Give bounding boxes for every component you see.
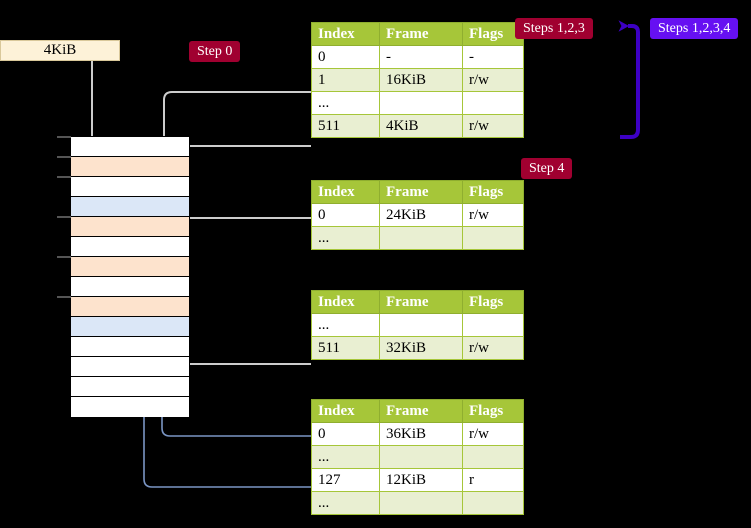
pdpt-table: Index Frame Flags 0 24KiB r/w ...	[311, 180, 524, 250]
cell-index: ...	[311, 313, 380, 337]
memory-row	[71, 377, 189, 397]
table-header-row: Index Frame Flags	[311, 290, 524, 314]
memory-row	[71, 197, 189, 217]
table-row: ...	[311, 226, 524, 250]
cell-index: 0	[311, 422, 380, 446]
cell-flags	[462, 91, 524, 115]
memory-row	[71, 277, 189, 297]
cell-frame	[379, 91, 463, 115]
cell-flags	[462, 445, 524, 469]
cell-flags: r	[462, 468, 524, 492]
cell-frame: 24KiB	[379, 203, 463, 227]
memory-tick	[57, 156, 71, 158]
memory-row	[71, 257, 189, 277]
table-row: ...	[311, 313, 524, 337]
cell-flags	[462, 313, 524, 337]
table-header-row: Index Frame Flags	[311, 180, 524, 204]
memory-tick	[57, 176, 71, 178]
cell-frame	[379, 491, 463, 515]
column-header-index: Index	[311, 399, 380, 423]
wire-steps-bracket	[618, 20, 640, 139]
column-header-frame: Frame	[379, 290, 463, 314]
pt-table: Index Frame Flags 0 36KiB r/w ... 127 12…	[311, 399, 524, 515]
cell-index: 511	[311, 336, 380, 360]
size-box-4kib: 4KiB	[0, 40, 120, 61]
cell-index: ...	[311, 91, 380, 115]
physical-memory-column	[70, 136, 190, 417]
pd-table: Index Frame Flags ... 511 32KiB r/w	[311, 290, 524, 360]
label-step-0: Step 0	[189, 41, 241, 62]
cell-flags: r/w	[462, 336, 524, 360]
memory-row	[71, 397, 189, 417]
memory-row	[71, 157, 189, 177]
table-header-row: Index Frame Flags	[311, 22, 524, 46]
memory-tick	[57, 296, 71, 298]
memory-tick	[57, 256, 71, 258]
table-row: 511 32KiB r/w	[311, 336, 524, 360]
memory-row	[71, 137, 189, 157]
cell-flags: r/w	[462, 114, 524, 138]
table-header-row: Index Frame Flags	[311, 399, 524, 423]
cell-flags: r/w	[462, 68, 524, 92]
cell-index: 1	[311, 68, 380, 92]
cell-frame: 32KiB	[379, 336, 463, 360]
table-row: 0 24KiB r/w	[311, 203, 524, 227]
memory-row	[71, 357, 189, 377]
memory-row	[71, 337, 189, 357]
table-row: 1 16KiB r/w	[311, 68, 524, 92]
table-row: 0 36KiB r/w	[311, 422, 524, 446]
column-header-index: Index	[311, 22, 380, 46]
cell-frame: 4KiB	[379, 114, 463, 138]
memory-tick	[57, 216, 71, 218]
cell-flags: r/w	[462, 203, 524, 227]
column-header-flags: Flags	[462, 180, 524, 204]
cell-flags: -	[462, 45, 524, 69]
memory-row	[71, 237, 189, 257]
cell-frame: 12KiB	[379, 468, 463, 492]
pml4-table: Index Frame Flags 0 - - 1 16KiB r/w ...	[311, 22, 524, 138]
cell-flags: r/w	[462, 422, 524, 446]
label-step-4: Step 4	[521, 158, 573, 179]
label-steps-123: Steps 1,2,3	[515, 18, 593, 39]
cell-index: ...	[311, 491, 380, 515]
column-header-index: Index	[311, 180, 380, 204]
column-header-flags: Flags	[462, 290, 524, 314]
table-row: 0 - -	[311, 45, 524, 69]
cell-frame	[379, 313, 463, 337]
cell-index: 127	[311, 468, 380, 492]
table-row: 511 4KiB r/w	[311, 114, 524, 138]
cell-index: 511	[311, 114, 380, 138]
column-header-flags: Flags	[462, 22, 524, 46]
memory-row	[71, 217, 189, 237]
column-header-frame: Frame	[379, 22, 463, 46]
column-header-index: Index	[311, 290, 380, 314]
cell-flags	[462, 226, 524, 250]
cell-frame	[379, 445, 463, 469]
column-header-frame: Frame	[379, 399, 463, 423]
cell-flags	[462, 491, 524, 515]
memory-row	[71, 317, 189, 337]
cell-frame: 16KiB	[379, 68, 463, 92]
cell-frame	[379, 226, 463, 250]
cell-frame: 36KiB	[379, 422, 463, 446]
cell-frame: -	[379, 45, 463, 69]
column-header-flags: Flags	[462, 399, 524, 423]
table-row: ...	[311, 445, 524, 469]
memory-row	[71, 297, 189, 317]
cell-index: ...	[311, 445, 380, 469]
table-row: ...	[311, 91, 524, 115]
table-row: ...	[311, 491, 524, 515]
column-header-frame: Frame	[379, 180, 463, 204]
cell-index: 0	[311, 45, 380, 69]
memory-row	[71, 177, 189, 197]
memory-tick	[57, 136, 71, 138]
table-row: 127 12KiB r	[311, 468, 524, 492]
cell-index: ...	[311, 226, 380, 250]
size-box-label: 4KiB	[43, 42, 77, 58]
cell-index: 0	[311, 203, 380, 227]
label-steps-1234: Steps 1,2,3,4	[650, 18, 739, 39]
